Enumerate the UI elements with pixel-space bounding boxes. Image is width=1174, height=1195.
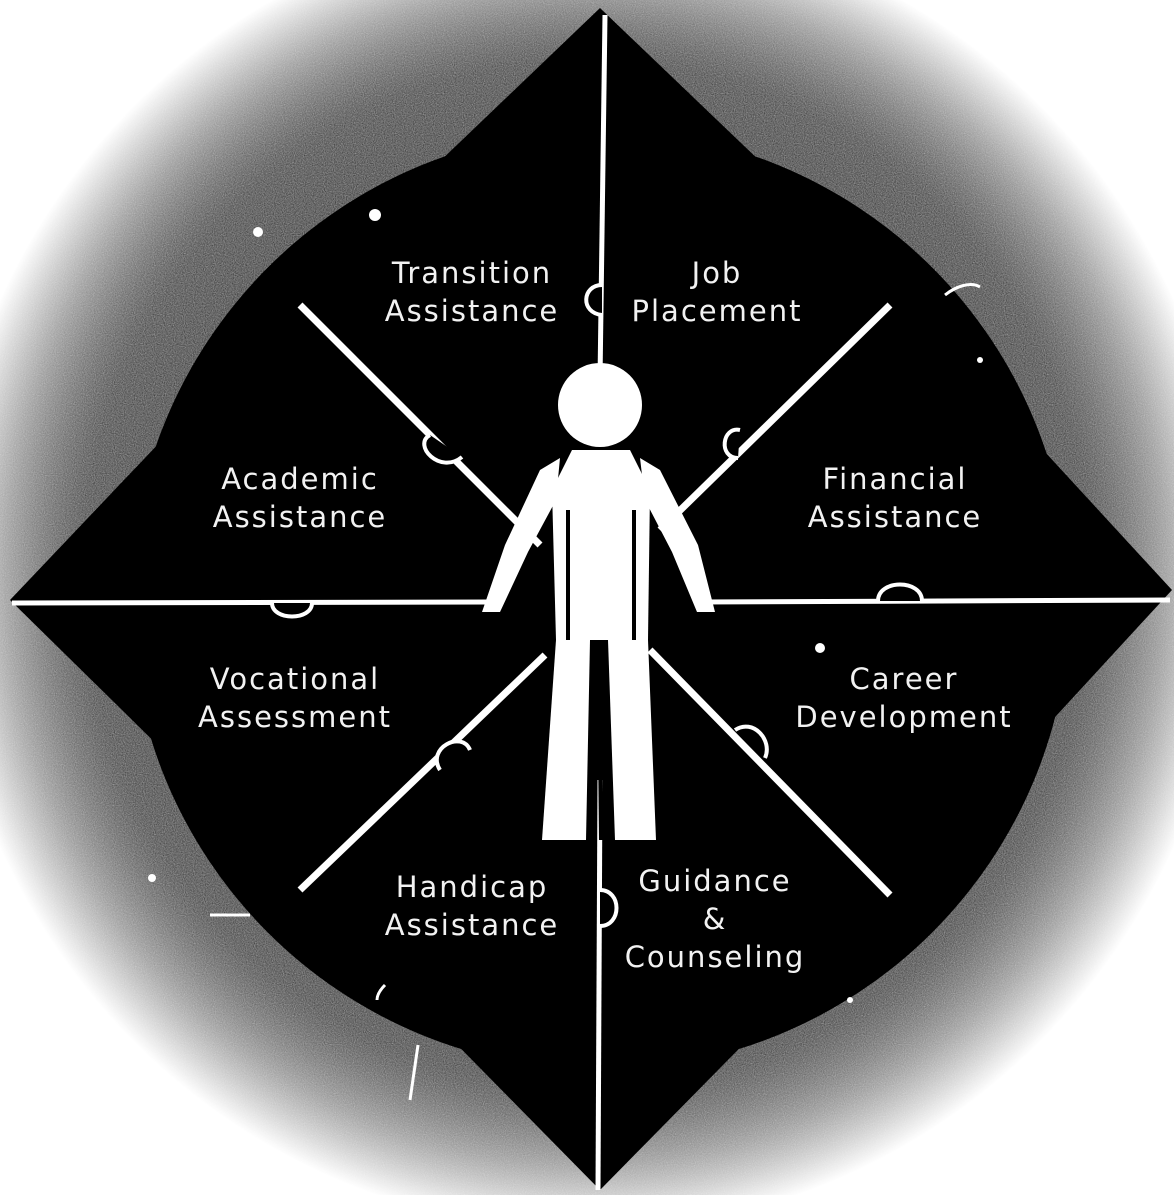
label-line: Career bbox=[786, 660, 1022, 698]
label-line: Counseling bbox=[610, 938, 820, 976]
speckle bbox=[977, 357, 983, 363]
figure-right-leg bbox=[608, 640, 656, 840]
label-line: Vocational bbox=[185, 660, 405, 698]
label-line: Assistance bbox=[372, 292, 572, 330]
label-line: Financial bbox=[790, 460, 1000, 498]
label-career-development: Career Development bbox=[786, 660, 1022, 736]
label-line: & bbox=[610, 900, 820, 938]
figure-gap-legs bbox=[599, 650, 601, 840]
label-line: Transition bbox=[372, 254, 572, 292]
scratch-mark bbox=[410, 1045, 418, 1100]
speckle bbox=[253, 227, 263, 237]
label-line: Assistance bbox=[372, 906, 572, 944]
spoke-south bbox=[598, 780, 600, 1190]
label-line: Guidance bbox=[610, 862, 820, 900]
speckle bbox=[369, 209, 381, 221]
label-line: Handicap bbox=[372, 868, 572, 906]
label-transition-assistance: Transition Assistance bbox=[372, 254, 572, 330]
puzzle-tab-east bbox=[878, 585, 922, 602]
label-job-placement: Job Placement bbox=[612, 254, 822, 330]
label-line: Assistance bbox=[790, 498, 1000, 536]
spoke-west bbox=[12, 602, 490, 603]
label-line: Assessment bbox=[185, 698, 405, 736]
label-line: Development bbox=[786, 698, 1022, 736]
label-line: Job bbox=[612, 254, 822, 292]
label-line: Academic bbox=[195, 460, 405, 498]
label-line: Assistance bbox=[195, 498, 405, 536]
speckle bbox=[847, 997, 853, 1003]
puzzle-tab-west bbox=[272, 603, 312, 617]
speckle bbox=[815, 643, 825, 653]
label-guidance-counseling: Guidance & Counseling bbox=[610, 862, 820, 976]
label-financial-assistance: Financial Assistance bbox=[790, 460, 1000, 536]
label-line: Placement bbox=[612, 292, 822, 330]
puzzle-tab-northeast bbox=[725, 430, 740, 458]
label-vocational-assessment: Vocational Assessment bbox=[185, 660, 405, 736]
spoke-east bbox=[700, 600, 1170, 602]
puzzle-tab-north bbox=[586, 285, 602, 315]
label-handicap-assistance: Handicap Assistance bbox=[372, 868, 572, 944]
label-academic-assistance: Academic Assistance bbox=[195, 460, 405, 536]
speckle bbox=[148, 874, 156, 882]
figure-head bbox=[558, 363, 642, 447]
